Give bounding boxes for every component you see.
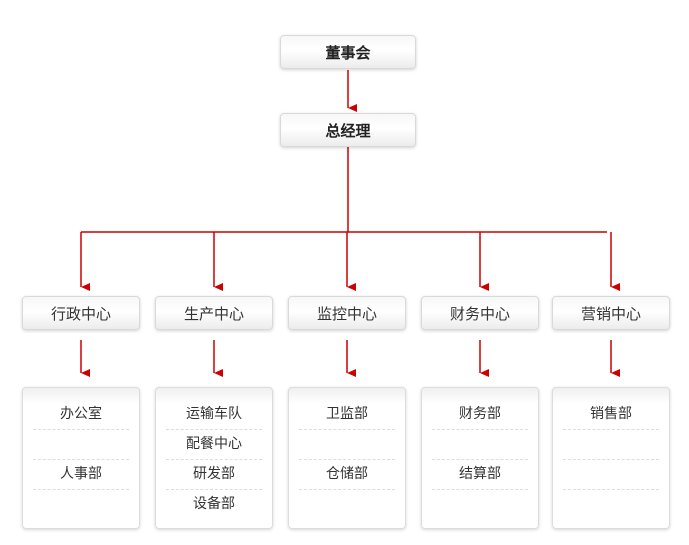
unit-item: 运输车队 (166, 400, 262, 430)
department-node: 生产中心 (155, 296, 273, 330)
unit-panel: 卫监部仓储部 (288, 387, 406, 529)
unit-item: 财务部 (432, 400, 528, 430)
department-label: 营销中心 (580, 304, 641, 323)
unit-item (299, 490, 395, 519)
board-label: 董事会 (325, 43, 371, 62)
unit-item (33, 430, 129, 460)
unit-item: 卫监部 (299, 400, 395, 430)
department-node: 行政中心 (22, 296, 140, 330)
department-label: 监控中心 (316, 304, 377, 323)
department-node: 营销中心 (552, 296, 670, 330)
unit-item (299, 430, 395, 460)
general-manager-node: 总经理 (280, 113, 416, 147)
unit-item: 结算部 (432, 460, 528, 490)
unit-item (563, 490, 659, 519)
unit-item (432, 430, 528, 460)
general-manager-label: 总经理 (325, 121, 371, 140)
unit-item: 设备部 (193, 496, 235, 512)
unit-item (33, 490, 129, 519)
unit-panel: 销售部 (552, 387, 670, 529)
unit-item (563, 430, 659, 460)
unit-panel: 运输车队配餐中心研发部设备部 (155, 387, 273, 529)
unit-panel: 财务部结算部 (421, 387, 539, 529)
department-label: 财务中心 (449, 304, 510, 323)
unit-item (563, 460, 659, 490)
department-label: 生产中心 (183, 304, 244, 323)
unit-item: 配餐中心 (166, 430, 262, 460)
department-label: 行政中心 (50, 304, 111, 323)
unit-item: 人事部 (33, 460, 129, 490)
unit-item: 销售部 (563, 400, 659, 430)
unit-item: 仓储部 (299, 460, 395, 490)
unit-item (432, 490, 528, 519)
unit-item: 研发部 (166, 460, 262, 490)
unit-panel: 办公室人事部 (22, 387, 140, 529)
department-node: 财务中心 (421, 296, 539, 330)
unit-item: 办公室 (33, 400, 129, 430)
board-node: 董事会 (280, 35, 416, 69)
department-node: 监控中心 (288, 296, 406, 330)
